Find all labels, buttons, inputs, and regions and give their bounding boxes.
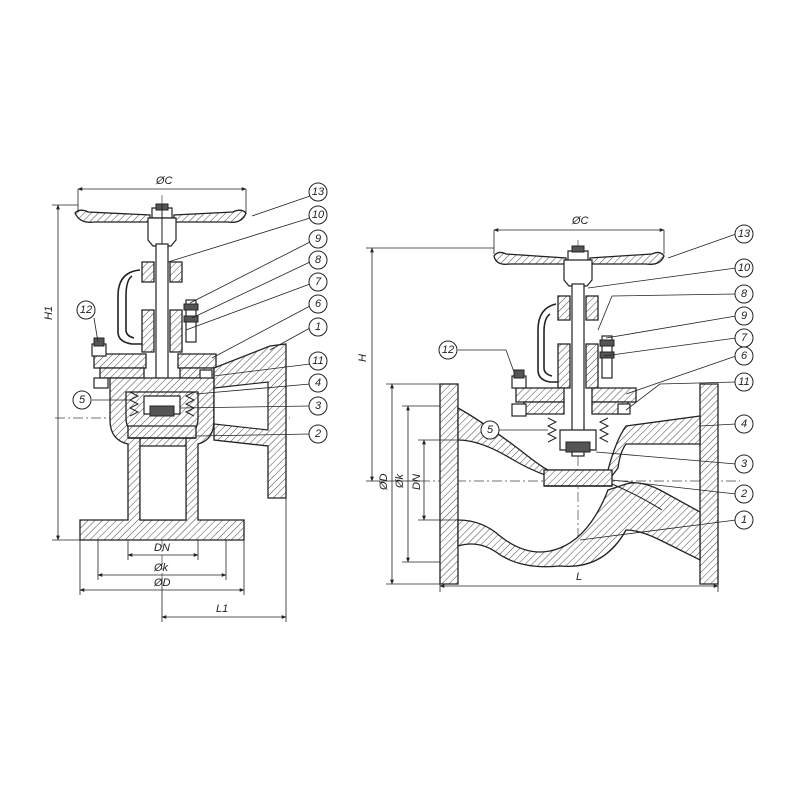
left-dim-h1: H1 [43,306,55,320]
left-section-view: ØC H1 DN Øk ØD L1 [43,175,328,622]
left-callout-13: 13 [308,182,328,202]
left-callout-3: 3 [308,396,328,416]
svg-text:7: 7 [741,332,748,344]
right-dim-h: H [357,354,369,362]
svg-text:8: 8 [741,288,748,300]
svg-text:3: 3 [741,458,748,470]
svg-text:6: 6 [741,350,748,362]
svg-text:3: 3 [315,400,322,412]
left-callout-12: 12 [76,300,96,320]
svg-text:2: 2 [314,428,321,440]
left-callout-5: 5 [72,390,92,410]
svg-text:13: 13 [312,186,325,198]
right-dim-ok: Øk [394,473,406,489]
svg-text:2: 2 [740,488,747,500]
svg-text:11: 11 [312,355,323,367]
left-callout-6: 6 [308,294,328,314]
left-callout-9: 9 [308,229,328,249]
left-dim-oc: ØC [155,175,173,187]
left-callout-1: 1 [308,317,328,337]
svg-text:12: 12 [80,304,92,316]
right-callout-5: 5 [480,420,500,440]
right-callout-11: 11 [734,372,754,392]
left-callout-11: 11 [308,351,328,371]
right-callout-3: 3 [734,454,754,474]
right-callout-8: 8 [734,284,754,304]
right-callout-13: 13 [734,224,754,244]
right-section-view: ØC H ØD Øk DN L [357,215,754,592]
left-stem-yoke [117,243,199,413]
left-callouts: 13 10 9 8 7 6 1 11 4 3 2 12 5 [72,182,328,444]
left-dimensions: ØC H1 DN Øk ØD L1 [43,175,287,622]
right-callout-6: 6 [734,346,754,366]
svg-text:10: 10 [738,262,751,274]
right-callout-2: 2 [734,484,754,504]
left-callout-2: 2 [308,424,328,444]
right-callout-4: 4 [734,414,754,434]
svg-text:13: 13 [738,228,751,240]
right-handwheel [493,245,665,287]
svg-text:10: 10 [312,209,325,221]
left-callout-4: 4 [308,373,328,393]
svg-text:5: 5 [487,424,494,436]
svg-text:12: 12 [442,344,454,356]
svg-text:5: 5 [79,394,86,406]
left-callout-8: 8 [308,250,328,270]
right-dim-dn: DN [411,474,423,490]
right-callout-9: 9 [734,306,754,326]
left-callout-7: 7 [308,272,328,292]
left-dim-dn: DN [154,542,170,554]
svg-text:1: 1 [315,321,321,333]
left-bonnet [91,337,217,389]
left-dim-l1: L1 [216,603,228,615]
svg-text:4: 4 [741,418,747,430]
right-valve-body [439,383,719,585]
svg-text:8: 8 [315,254,322,266]
right-bonnet [511,369,637,453]
left-handwheel [74,203,247,247]
right-dim-od: ØD [378,473,390,491]
svg-text:4: 4 [315,377,321,389]
svg-text:9: 9 [741,310,747,322]
svg-text:7: 7 [315,276,322,288]
right-dim-l: L [576,571,582,583]
right-callout-7: 7 [734,328,754,348]
left-dim-ok: Øk [153,562,169,574]
right-callout-1: 1 [734,510,754,530]
left-callout-10: 10 [308,205,328,225]
left-valve-body [79,343,287,541]
svg-text:1: 1 [741,514,747,526]
svg-text:9: 9 [315,233,321,245]
right-stem-yoke [537,283,615,457]
right-callout-12: 12 [438,340,458,360]
right-callouts: 13 10 8 9 7 6 11 4 3 2 1 12 5 [438,224,754,541]
svg-text:6: 6 [315,298,322,310]
right-callout-10: 10 [734,258,754,278]
right-dimensions: ØC H ØD Øk DN L [357,215,719,592]
right-dim-oc: ØC [571,215,589,227]
svg-text:11: 11 [738,376,749,388]
